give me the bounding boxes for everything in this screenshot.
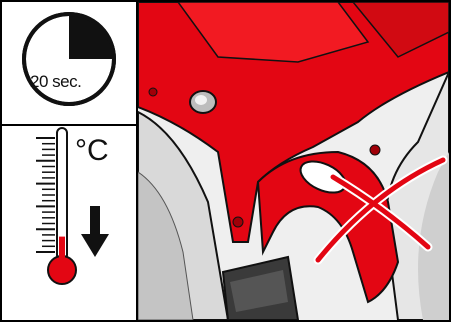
- info-panel: 20 sec. °C: [2, 2, 138, 320]
- temperature-unit: °C: [75, 134, 109, 168]
- stopwatch-icon: [20, 10, 118, 108]
- machine-illustration: [138, 2, 449, 320]
- timer-label: 20 sec.: [30, 72, 81, 92]
- arrow-down-icon: [80, 206, 110, 258]
- machine-drawing: [138, 2, 449, 320]
- thermometer-scale: [36, 138, 55, 252]
- timer-box: 20 sec.: [2, 2, 136, 126]
